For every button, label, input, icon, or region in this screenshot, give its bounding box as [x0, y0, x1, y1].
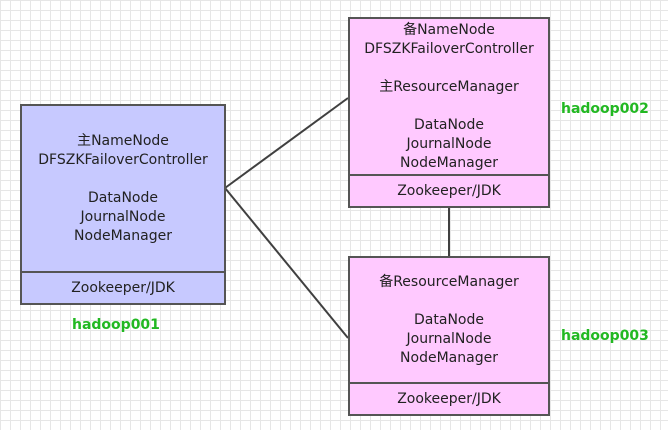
role-resourcemanager-primary: 主ResourceManager [379, 78, 519, 95]
node-hadoop003: 备ResourceManager DataNode JournalNode No… [348, 256, 550, 416]
role-resourcemanager-standby: 备ResourceManager [379, 273, 519, 290]
role-datanode: DataNode [88, 189, 158, 206]
node-hadoop003-roles: 备ResourceManager DataNode JournalNode No… [350, 258, 548, 384]
node-hadoop001: 主NameNode DFSZKFailoverController DataNo… [20, 104, 226, 305]
node-hadoop002: 备NameNode DFSZKFailoverController 主Resou… [348, 17, 550, 208]
connector-hadoop001-hadoop002 [224, 97, 349, 189]
host-label-hadoop001: hadoop001 [72, 317, 160, 333]
role-namenode-standby: 备NameNode [403, 21, 495, 38]
host-label-hadoop002: hadoop002 [561, 101, 649, 117]
role-datanode: DataNode [414, 311, 484, 328]
role-datanode: DataNode [414, 116, 484, 133]
node-hadoop003-footer: Zookeeper/JDK [397, 391, 501, 407]
role-namenode-primary: 主NameNode [77, 132, 169, 149]
role-journalnode: JournalNode [406, 135, 492, 152]
node-hadoop002-roles: 备NameNode DFSZKFailoverController 主Resou… [350, 19, 548, 176]
role-zkfc: DFSZKFailoverController [364, 40, 534, 57]
role-nodemanager: NodeManager [400, 349, 498, 366]
role-zkfc: DFSZKFailoverController [38, 151, 208, 168]
node-hadoop001-footer: Zookeeper/JDK [71, 280, 175, 296]
node-hadoop001-roles: 主NameNode DFSZKFailoverController DataNo… [22, 106, 224, 273]
role-nodemanager: NodeManager [400, 154, 498, 171]
role-journalnode: JournalNode [406, 330, 492, 347]
role-journalnode: JournalNode [80, 208, 166, 225]
node-hadoop002-footer: Zookeeper/JDK [397, 183, 501, 199]
host-label-hadoop003: hadoop003 [561, 328, 649, 344]
role-nodemanager: NodeManager [74, 227, 172, 244]
connector-hadoop001-hadoop003 [224, 187, 349, 339]
